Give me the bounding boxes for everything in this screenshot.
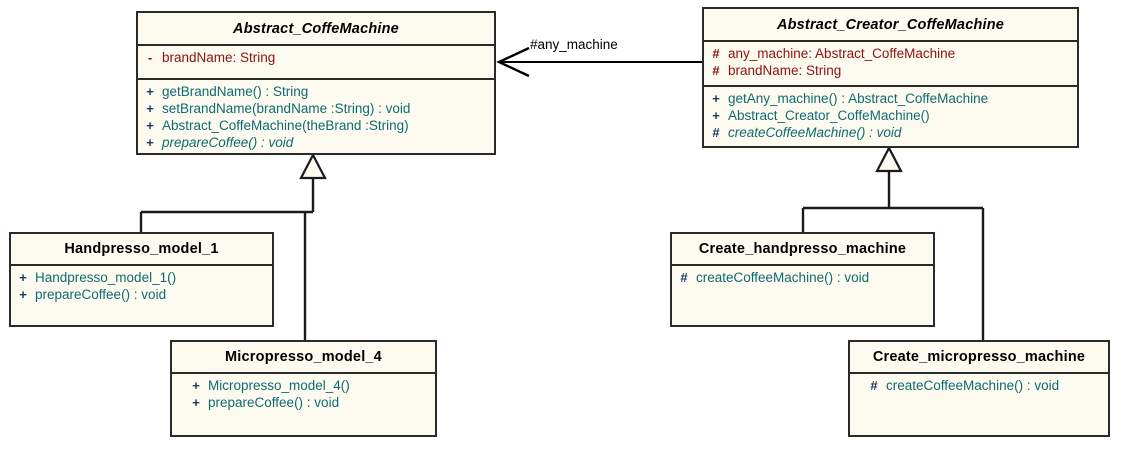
class-box-abstract-coffe-machine[interactable]: Abstract_CoffeMachine - brandName: Strin… — [136, 11, 496, 155]
visibility-marker: + — [712, 91, 720, 106]
methods-compartment-abstract-creator-coffe-machine: + getAny_machine() : Abstract_CoffeMachi… — [704, 85, 1077, 146]
class-name-create-micropresso-machine: Create_micropresso_machine — [872, 349, 1086, 365]
method-label: prepareCoffee() : void — [208, 395, 340, 410]
method-label: Abstract_CoffeMachine(theBrand :String) — [162, 118, 409, 133]
methods-compartment-handpresso-model-1: + Handpresso_model_1() + prepareCoffee()… — [11, 264, 272, 325]
visibility-marker: + — [146, 118, 154, 133]
visibility-marker: # — [712, 125, 720, 140]
method-label: prepareCoffee() : void — [35, 287, 167, 302]
visibility-marker: + — [192, 395, 200, 410]
visibility-marker: - — [147, 50, 153, 65]
class-box-abstract-creator-coffe-machine[interactable]: Abstract_Creator_CoffeMachine # any_mach… — [702, 7, 1079, 148]
methods-compartment-abstract-coffe-machine: + getBrandName() : String + setBrandName… — [138, 78, 494, 153]
class-name-handpresso-model-1: Handpresso_model_1 — [64, 241, 219, 257]
visibility-marker: # — [870, 378, 878, 393]
method-label: Handpresso_model_1() — [35, 270, 177, 285]
method-label: prepareCoffee() : void — [162, 135, 294, 150]
method-row: + prepareCoffee() : void — [138, 134, 494, 151]
visibility-marker: + — [19, 287, 27, 302]
visibility-marker: # — [712, 63, 720, 78]
method-row: + Abstract_Creator_CoffeMachine() — [704, 107, 1077, 124]
visibility-marker: + — [712, 108, 720, 123]
method-label: createCoffeeMachine() : void — [886, 378, 1060, 393]
method-label: getBrandName() : String — [162, 84, 309, 99]
visibility-marker: # — [680, 270, 688, 285]
method-row: + getBrandName() : String — [138, 83, 494, 100]
methods-compartment-create-handpresso-machine: # createCoffeeMachine() : void — [672, 264, 933, 325]
method-row: # createCoffeeMachine() : void — [672, 269, 933, 286]
attribute-row: # any_machine: Abstract_CoffeMachine — [704, 45, 1077, 62]
attributes-compartment-abstract-creator-coffe-machine: # any_machine: Abstract_CoffeMachine # b… — [704, 40, 1077, 85]
method-row: # createCoffeeMachine() : void — [862, 377, 1108, 394]
method-row: # createCoffeeMachine() : void — [704, 124, 1077, 141]
method-label: getAny_machine() : Abstract_CoffeMachine — [728, 91, 989, 106]
method-row: + getAny_machine() : Abstract_CoffeMachi… — [704, 90, 1077, 107]
attribute-row: # brandName: String — [704, 62, 1077, 79]
visibility-marker: # — [712, 46, 720, 61]
visibility-marker: + — [146, 84, 154, 99]
visibility-marker: + — [146, 135, 154, 150]
method-row: + setBrandName(brandName :String) : void — [138, 100, 494, 117]
methods-compartment-create-micropresso-machine: # createCoffeeMachine() : void — [850, 372, 1108, 435]
method-label: createCoffeeMachine() : void — [696, 270, 870, 285]
class-name-abstract-creator-coffe-machine: Abstract_Creator_CoffeMachine — [776, 16, 1005, 33]
class-name-abstract-coffe-machine: Abstract_CoffeMachine — [233, 20, 399, 37]
class-name-create-handpresso-machine: Create_handpresso_machine — [698, 241, 907, 257]
attribute-label: brandName: String — [162, 50, 276, 65]
method-label: Micropresso_model_4() — [208, 378, 350, 393]
attribute-row: - brandName: String — [138, 49, 494, 66]
attributes-compartment-abstract-coffe-machine: - brandName: String — [138, 44, 494, 78]
association-label-any-machine: #any_machine — [530, 37, 618, 52]
methods-compartment-micropresso-model-4: + Micropresso_model_4() + prepareCoffee(… — [172, 372, 435, 435]
method-row: + prepareCoffee() : void — [184, 394, 435, 411]
method-row: + Handpresso_model_1() — [11, 269, 272, 286]
visibility-marker: + — [19, 270, 27, 285]
association-any-machine — [496, 46, 702, 78]
class-box-handpresso-model-1[interactable]: Handpresso_model_1 + Handpresso_model_1(… — [9, 232, 274, 327]
attribute-label: brandName: String — [728, 63, 842, 78]
attribute-label: any_machine: Abstract_CoffeMachine — [728, 46, 956, 61]
class-box-create-handpresso-machine[interactable]: Create_handpresso_machine # createCoffee… — [670, 232, 935, 327]
visibility-marker: + — [146, 101, 154, 116]
method-row: + Micropresso_model_4() — [184, 377, 435, 394]
class-box-create-micropresso-machine[interactable]: Create_micropresso_machine # createCoffe… — [848, 340, 1110, 437]
method-row: + prepareCoffee() : void — [11, 286, 272, 303]
method-label: createCoffeeMachine() : void — [728, 125, 902, 140]
class-box-micropresso-model-4[interactable]: Micropresso_model_4 + Micropresso_model_… — [170, 340, 437, 437]
visibility-marker: + — [192, 378, 200, 393]
method-row: + Abstract_CoffeMachine(theBrand :String… — [138, 117, 494, 134]
method-label: Abstract_Creator_CoffeMachine() — [728, 108, 930, 123]
method-label: setBrandName(brandName :String) : void — [162, 101, 411, 116]
class-name-micropresso-model-4: Micropresso_model_4 — [225, 349, 382, 365]
